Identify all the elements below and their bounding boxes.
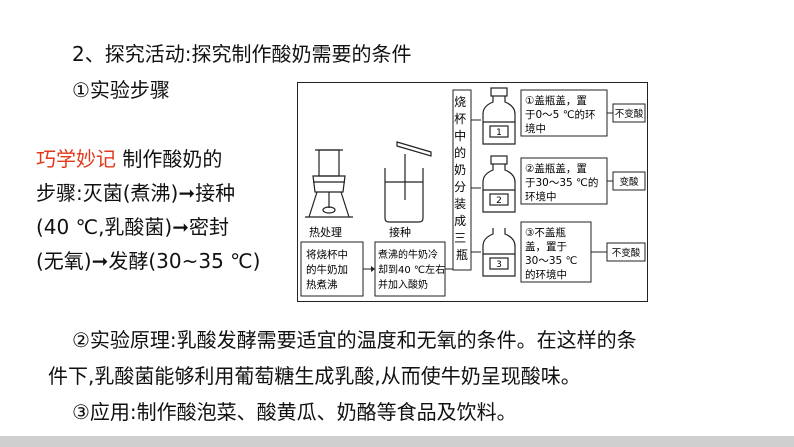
condition-3-text: ③不盖瓶 盖，置于 30～35 ℃ 的环境中 (525, 226, 581, 281)
principle-line-2: 件下,乳酸菌能够利用葡萄糖生成乳酸,从而使牛奶呈现酸味。 (48, 364, 581, 388)
inoculation-beaker-icon (384, 141, 432, 223)
section-title: 2、探究活动:探究制作酸奶需要的条件 (72, 42, 412, 66)
bottle-2-number: 2 (496, 196, 502, 206)
bottle-2-icon (482, 155, 516, 213)
experiment-diagram: 热处理 接种 将烧杯中 的牛奶加 热煮沸 煮沸的牛奶冷 却到40 ℃左右 并加入… (297, 82, 648, 302)
memo-line-3: (40 ℃,乳酸菌)➞密封 (36, 215, 229, 239)
condition-2-text: ②盖瓶盖，置 于30～35 ℃的 环境中 (525, 162, 602, 203)
memory-tip: 巧学妙记 制作酸奶的 步骤:灭菌(煮沸)➞接种 (40 ℃,乳酸菌)➞密封 (无… (36, 142, 260, 278)
principle-line-1: ②实验原理:乳酸发酵需要适宜的温度和无氧的条件。在这样的条 (72, 328, 637, 352)
memo-line-4: (无氧)➞发酵(30~35 ℃) (36, 249, 261, 273)
vertical-label-box (452, 89, 472, 271)
label-heat: 热处理 (309, 226, 342, 239)
arrow-1-head (371, 266, 375, 272)
bottle-3-icon (482, 228, 516, 277)
bottle-1-number: 1 (496, 128, 502, 138)
bottle-3-number: 3 (496, 260, 502, 270)
result-3: 不变酸 (612, 247, 641, 259)
step-box-inoculate-text: 煮沸的牛奶冷 却到40 ℃左右 并加入酸奶 (378, 248, 448, 291)
result-box-1 (612, 103, 646, 123)
result-2: 变酸 (619, 176, 639, 188)
step-box-heat-text: 将烧杯中 的牛奶加 热煮沸 (306, 248, 351, 291)
bottle-1-icon (482, 87, 516, 145)
heating-apparatus-icon (305, 149, 353, 218)
memo-line-2: 步骤:灭菌(煮沸)➞接种 (36, 181, 236, 205)
vertical-label: 烧 杯 中 的 奶 分 装 成 三 瓶 (454, 95, 470, 262)
label-inoculate: 接种 (389, 225, 411, 239)
result-box-3 (606, 242, 646, 262)
memo-line-1: 巧学妙记 制作酸奶的 (36, 142, 260, 176)
bottom-bar (0, 436, 794, 447)
diagram-border (297, 82, 648, 302)
application-text: ③应用:制作酸泡菜、酸黄瓜、奶酪等食品及饮料。 (72, 400, 517, 424)
memo-line1-rest: 制作酸奶的 (116, 147, 223, 171)
condition-1-text: ①盖瓶盖，置 于0～5 ℃的环 境中 (525, 94, 599, 135)
result-1: 不变酸 (615, 108, 644, 120)
steps-heading: ①实验步骤 (72, 78, 170, 102)
result-box-2 (612, 171, 646, 191)
memo-tag: 巧学妙记 (36, 147, 116, 171)
